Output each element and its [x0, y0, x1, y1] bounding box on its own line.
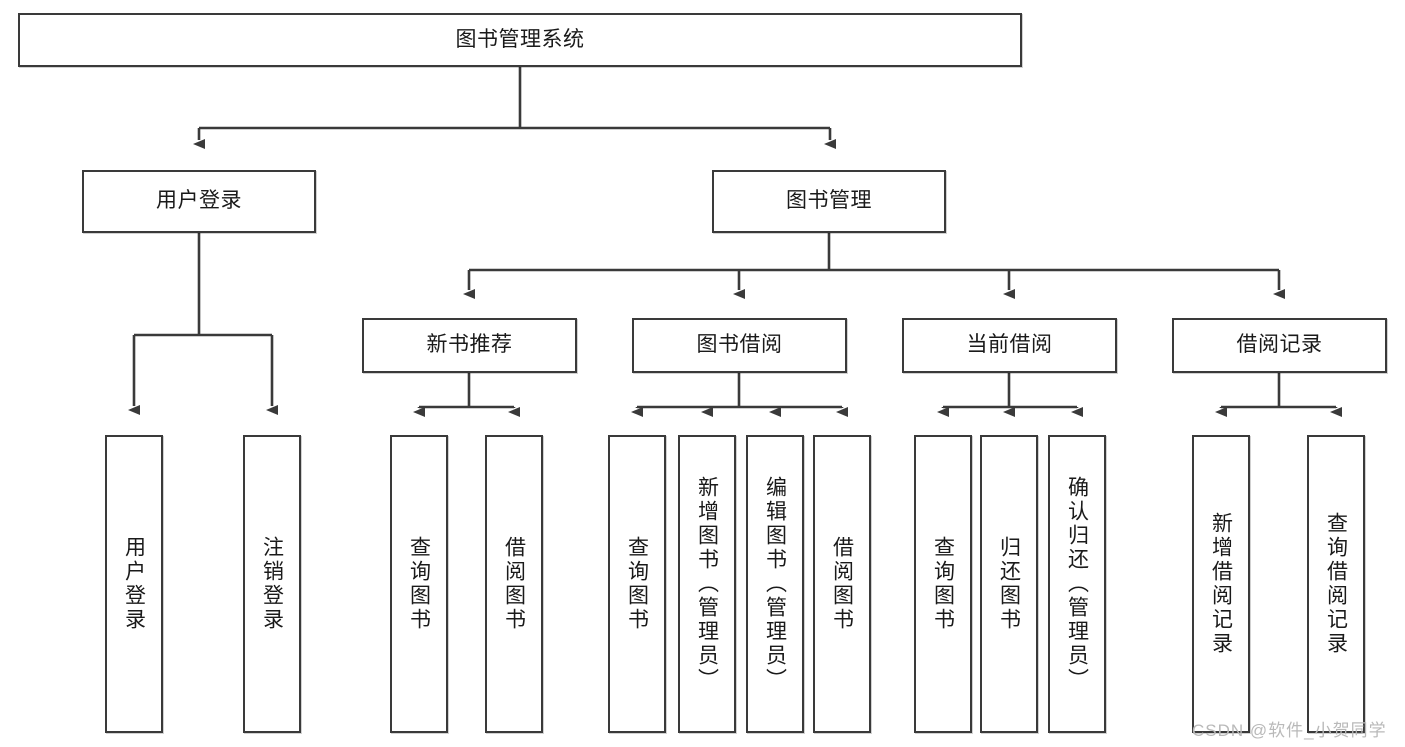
node-leaf-add-borrow-record[interactable]: 新增借阅记录 — [1192, 435, 1250, 733]
node-leaf-logout[interactable]: 注销登录 — [243, 435, 301, 733]
node-leaf-borrow-book-1[interactable]: 借阅图书 — [485, 435, 543, 733]
node-current-borrow[interactable]: 当前借阅 — [902, 318, 1117, 373]
node-book-manage[interactable]: 图书管理 — [712, 170, 946, 233]
node-root-label: 图书管理系统 — [455, 27, 585, 51]
node-leaf-logout-label: 注销登录 — [260, 536, 284, 632]
node-leaf-return-book[interactable]: 归还图书 — [980, 435, 1038, 733]
node-leaf-borrow-book-1-label: 借阅图书 — [502, 536, 526, 632]
node-new-book-recommend-label: 新书推荐 — [426, 333, 513, 357]
node-root[interactable]: 图书管理系统 — [18, 13, 1022, 67]
node-leaf-query-book-1[interactable]: 查询图书 — [390, 435, 448, 733]
node-current-borrow-label: 当前借阅 — [966, 333, 1053, 357]
node-leaf-return-book-label: 归还图书 — [997, 536, 1021, 632]
csdn-watermark: CSDN @软件_小贺同学 — [1192, 721, 1387, 740]
node-leaf-confirm-return-admin[interactable]: 确认归还（管理员） — [1048, 435, 1106, 733]
node-leaf-confirm-return-admin-label: 确认归还（管理员） — [1065, 476, 1089, 692]
node-leaf-query-book-3[interactable]: 查询图书 — [914, 435, 972, 733]
node-leaf-query-book-2[interactable]: 查询图书 — [608, 435, 666, 733]
node-leaf-add-borrow-record-label: 新增借阅记录 — [1209, 512, 1233, 656]
node-leaf-user-login-label: 用户登录 — [122, 536, 146, 632]
node-leaf-query-book-3-label: 查询图书 — [931, 536, 955, 632]
node-user-login-label: 用户登录 — [156, 189, 242, 213]
node-leaf-query-book-2-label: 查询图书 — [625, 536, 649, 632]
node-borrow-record-label: 借阅记录 — [1236, 333, 1323, 357]
node-book-borrow-label: 图书借阅 — [696, 333, 783, 357]
node-leaf-add-book-admin[interactable]: 新增图书（管理员） — [678, 435, 736, 733]
node-book-manage-label: 图书管理 — [786, 189, 872, 213]
node-user-login[interactable]: 用户登录 — [82, 170, 316, 233]
node-leaf-borrow-book-2[interactable]: 借阅图书 — [813, 435, 871, 733]
node-new-book-recommend[interactable]: 新书推荐 — [362, 318, 577, 373]
node-leaf-edit-book-admin[interactable]: 编辑图书（管理员） — [746, 435, 804, 733]
node-leaf-edit-book-admin-label: 编辑图书（管理员） — [763, 476, 787, 692]
node-leaf-add-book-admin-label: 新增图书（管理员） — [695, 476, 719, 692]
node-leaf-borrow-book-2-label: 借阅图书 — [830, 536, 854, 632]
node-book-borrow[interactable]: 图书借阅 — [632, 318, 847, 373]
node-leaf-query-book-1-label: 查询图书 — [407, 536, 431, 632]
node-leaf-query-borrow-record[interactable]: 查询借阅记录 — [1307, 435, 1365, 733]
node-leaf-query-borrow-record-label: 查询借阅记录 — [1324, 512, 1348, 656]
node-borrow-record[interactable]: 借阅记录 — [1172, 318, 1387, 373]
node-leaf-user-login[interactable]: 用户登录 — [105, 435, 163, 733]
